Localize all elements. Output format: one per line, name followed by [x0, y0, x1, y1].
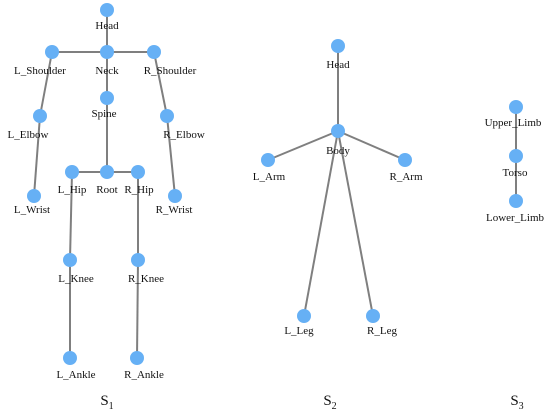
node-label-head: Head: [326, 59, 350, 71]
edge-rsh-relb: [153, 51, 168, 117]
node-label-lelb: L_Elbow: [8, 129, 49, 141]
node-torso: [509, 149, 523, 163]
node-lknee: [63, 253, 77, 267]
node-label-torso: Torso: [503, 167, 528, 179]
node-label-rarm: R_Arm: [390, 171, 423, 183]
edge-body-rleg: [337, 130, 374, 317]
node-lhip: [65, 165, 79, 179]
node-label-rknee: R_Knee: [128, 273, 164, 285]
node-rhip: [131, 165, 145, 179]
node-head: [331, 39, 345, 53]
node-lleg: [297, 309, 311, 323]
edge-lsh-lelb: [39, 51, 53, 117]
node-label-root: Root: [96, 184, 117, 196]
node-label-spine: Spine: [91, 108, 116, 120]
node-rleg: [366, 309, 380, 323]
node-label-lhip: L_Hip: [58, 184, 87, 196]
caption-s2: S2: [323, 393, 336, 412]
caption-s1: S1: [100, 393, 113, 412]
edge-body-lleg: [303, 130, 339, 317]
node-lower: [509, 194, 523, 208]
caption-subscript: 2: [332, 401, 337, 412]
edge-rknee-rank: [136, 259, 139, 359]
edge-lhip-lknee: [69, 171, 73, 261]
node-lelb: [33, 109, 47, 123]
node-lsh: [45, 45, 59, 59]
node-label-lwr: L_Wrist: [14, 204, 50, 216]
node-rarm: [398, 153, 412, 167]
node-label-lleg: L_Leg: [284, 325, 314, 337]
node-label-neck: Neck: [95, 65, 119, 77]
node-label-lower: Lower_Limb: [486, 212, 545, 224]
node-label-larm: L_Arm: [253, 171, 286, 183]
node-lwr: [27, 189, 41, 203]
node-rwr: [168, 189, 182, 203]
node-spine: [100, 91, 114, 105]
node-label-rank: R_Ankle: [124, 369, 164, 381]
node-label-lsh: L_Shoulder: [14, 65, 66, 77]
node-head: [100, 3, 114, 17]
node-label-lknee: L_Knee: [58, 273, 94, 285]
caption-letter: S: [510, 393, 518, 409]
caption-letter: S: [100, 393, 108, 409]
edge-relb-rwr: [166, 115, 176, 197]
node-label-rhip: R_Hip: [124, 184, 154, 196]
node-rknee: [131, 253, 145, 267]
node-body: [331, 124, 345, 138]
node-larm: [261, 153, 275, 167]
node-rank: [130, 351, 144, 365]
node-label-rleg: R_Leg: [367, 325, 397, 337]
node-upper: [509, 100, 523, 114]
node-label-head: Head: [95, 20, 119, 32]
caption-s3: S3: [510, 393, 523, 412]
node-neck: [100, 45, 114, 59]
node-label-upper: Upper_Limb: [485, 117, 542, 129]
node-label-rsh: R_Shoulder: [144, 65, 197, 77]
node-root: [100, 165, 114, 179]
caption-subscript: 1: [109, 401, 114, 412]
node-rsh: [147, 45, 161, 59]
caption-letter: S: [323, 393, 331, 409]
edge-body-rarm: [337, 130, 406, 161]
node-label-body: Body: [326, 145, 350, 157]
node-label-lank: L_Ankle: [56, 369, 95, 381]
node-lank: [63, 351, 77, 365]
caption-subscript: 3: [519, 401, 524, 412]
node-relb: [160, 109, 174, 123]
edge-body-larm: [267, 130, 339, 161]
node-label-relb: R_Elbow: [163, 129, 205, 141]
edge-lelb-lwr: [33, 115, 41, 197]
node-label-rwr: R_Wrist: [156, 204, 193, 216]
